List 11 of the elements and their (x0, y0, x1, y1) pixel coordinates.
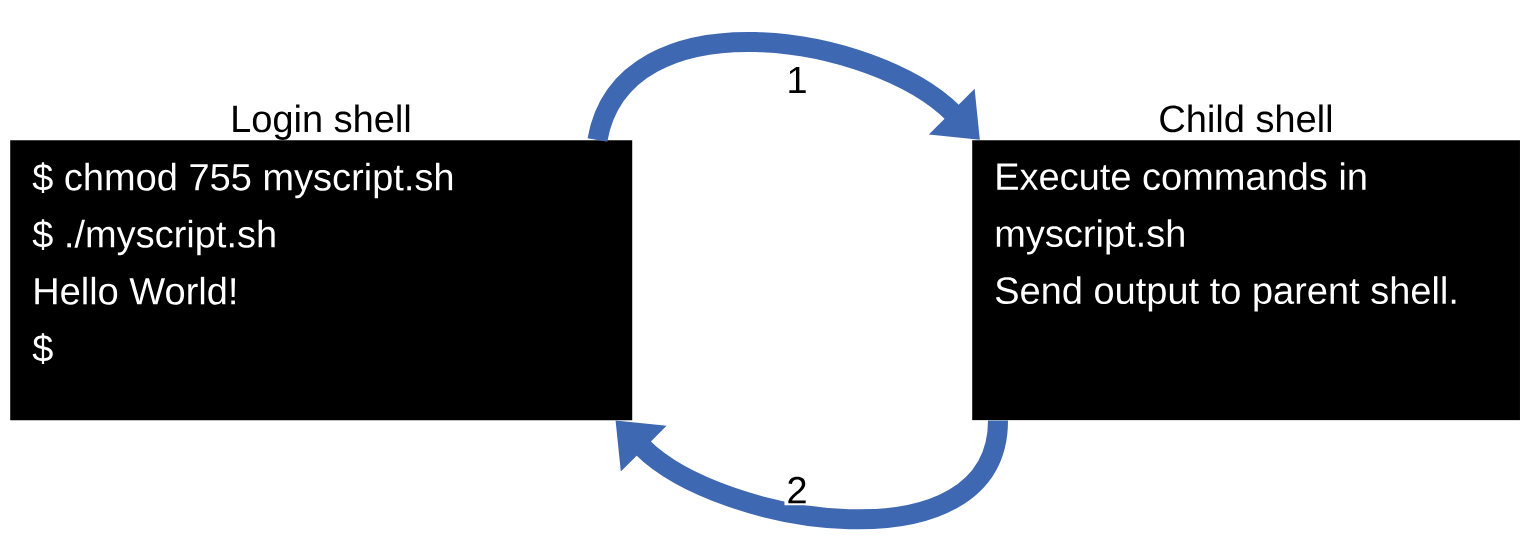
box-heading: Login shell (233, 104, 410, 140)
box-heading: Child shell (1160, 104, 1332, 133)
node-label: $ ./myscript.sh (32, 219, 275, 256)
terminal-box: $ chmod 755 myscript.sh $ ./myscript.sh Hello World! $ (10, 140, 633, 421)
edge-label: 1 (784, 64, 810, 96)
node-label: $ chmod 755 myscript.sh (32, 162, 453, 199)
node-label: Hello World! (35, 276, 235, 305)
curved-arrow (587, 32, 980, 144)
terminal-box: Execute commands in myscript.sh Send output to parent shell. (972, 140, 1520, 421)
edge-label: 2 (784, 474, 810, 506)
node-label: $ (32, 333, 53, 364)
